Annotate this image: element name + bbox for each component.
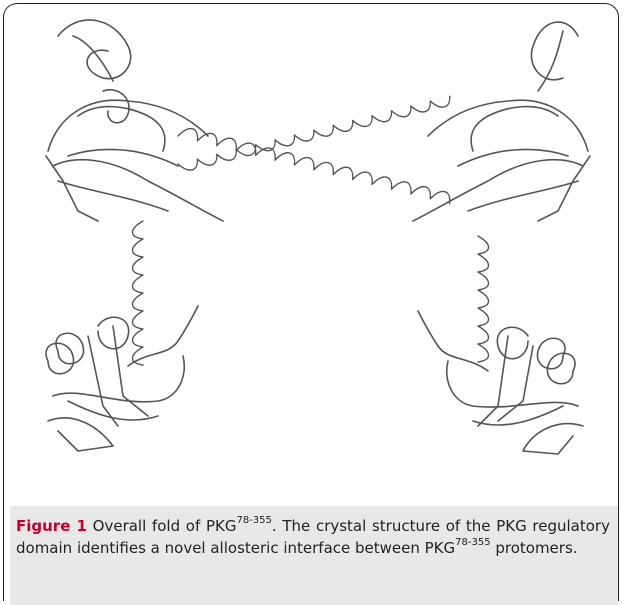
figure-caption: Figure 1 Overall fold of PKG78-355. The … (16, 516, 610, 559)
caption-superscript-2: 78-355 (455, 537, 490, 548)
caption-superscript-1: 78-355 (236, 515, 271, 526)
figure-label: Figure 1 (16, 517, 87, 535)
caption-text-part1: Overall fold of PKG (87, 517, 237, 535)
caption-text-part3: protomers. (491, 539, 578, 557)
protein-structure-image (18, 6, 608, 456)
